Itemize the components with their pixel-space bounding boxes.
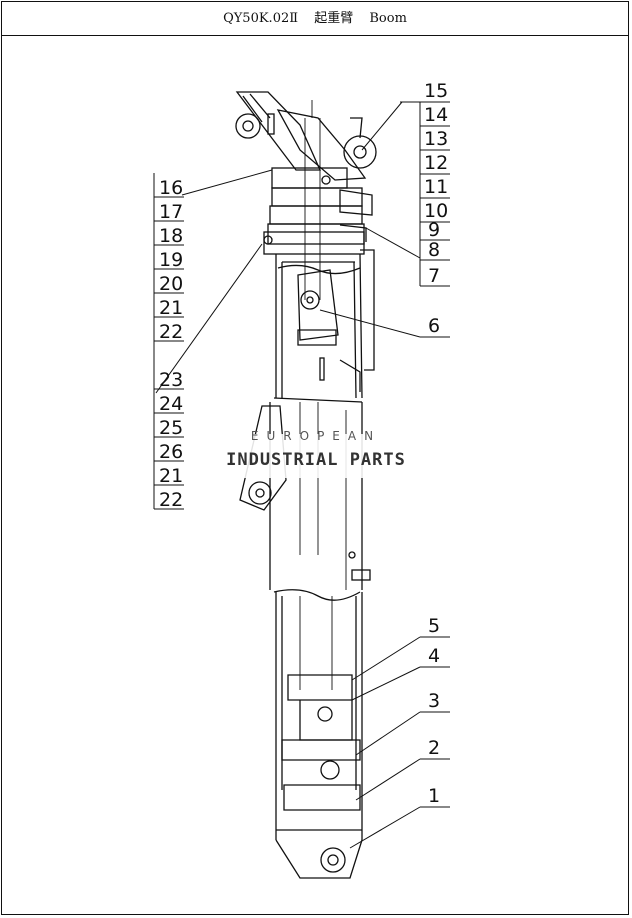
callout-label: 2 bbox=[428, 737, 440, 759]
callout-label: 5 bbox=[428, 615, 440, 637]
model-number: QY50K.02Ⅱ bbox=[223, 11, 299, 26]
upper-boom-sides bbox=[275, 253, 363, 399]
middle-boom-sides bbox=[269, 397, 363, 590]
callout-label: 21 bbox=[159, 297, 183, 319]
top-plate-1 bbox=[271, 167, 348, 189]
callout-label: 21 bbox=[159, 465, 183, 487]
top-plate-2 bbox=[263, 231, 365, 255]
watermark-line2: INDUSTRIAL PARTS bbox=[226, 450, 406, 470]
foot-pin bbox=[320, 847, 346, 873]
callout-label: 6 bbox=[428, 315, 440, 337]
hydraulic-line bbox=[360, 249, 375, 371]
watermark-line1: EUROPEAN bbox=[250, 429, 382, 443]
boom-head-arm bbox=[276, 109, 367, 181]
callout-label: 25 bbox=[159, 417, 183, 439]
callout-column-right: 15 14 13 12 11 10 9 8 7 6 5 4 3 2 1 bbox=[400, 80, 450, 808]
callout-label: 3 bbox=[428, 690, 440, 712]
callout-label: 18 bbox=[159, 225, 183, 247]
lower-boom-sides bbox=[275, 592, 363, 840]
callout-label: 15 bbox=[424, 80, 448, 102]
callout-label: 11 bbox=[424, 176, 448, 198]
side-lug-pin bbox=[248, 481, 272, 505]
callout-label: 17 bbox=[159, 201, 183, 223]
callout-label: 8 bbox=[428, 239, 440, 261]
callout-label: 14 bbox=[424, 104, 448, 126]
callout-label: 7 bbox=[428, 265, 440, 287]
boom-assembly bbox=[235, 91, 377, 879]
callout-label: 20 bbox=[159, 273, 183, 295]
callout-label: 22 bbox=[159, 489, 183, 511]
side-lug bbox=[239, 405, 287, 511]
callout-label: 1 bbox=[428, 785, 440, 807]
watermark-backdrop bbox=[198, 434, 434, 478]
boom-head-bracket bbox=[235, 91, 322, 171]
callout-label: 12 bbox=[424, 152, 448, 174]
callout-label: 13 bbox=[424, 128, 448, 150]
lower-bracket bbox=[281, 739, 361, 761]
callout-label: 22 bbox=[159, 321, 183, 343]
callout-column-left: 16 17 18 19 20 21 22 23 24 25 26 21 22 bbox=[153, 173, 184, 511]
callout-label: 9 bbox=[428, 219, 440, 241]
pulley-right bbox=[343, 135, 377, 169]
title-en: Boom bbox=[369, 11, 407, 26]
break-line bbox=[273, 589, 361, 601]
callout-label: 26 bbox=[159, 441, 183, 463]
callout-label: 24 bbox=[159, 393, 183, 415]
callout-label: 19 bbox=[159, 249, 183, 271]
boom-foot bbox=[275, 839, 363, 879]
pulley-left bbox=[235, 113, 261, 139]
title-block: QY50K.02Ⅱ 起重臂 Boom bbox=[2, 2, 628, 36]
callout-label: 16 bbox=[159, 177, 183, 199]
callout-label: 4 bbox=[428, 645, 440, 667]
callout-label: 10 bbox=[424, 200, 448, 222]
title-cn: 起重臂 bbox=[314, 11, 354, 26]
leader-lines bbox=[155, 101, 421, 849]
upper-pin bbox=[300, 290, 320, 310]
callout-label: 23 bbox=[159, 369, 183, 391]
